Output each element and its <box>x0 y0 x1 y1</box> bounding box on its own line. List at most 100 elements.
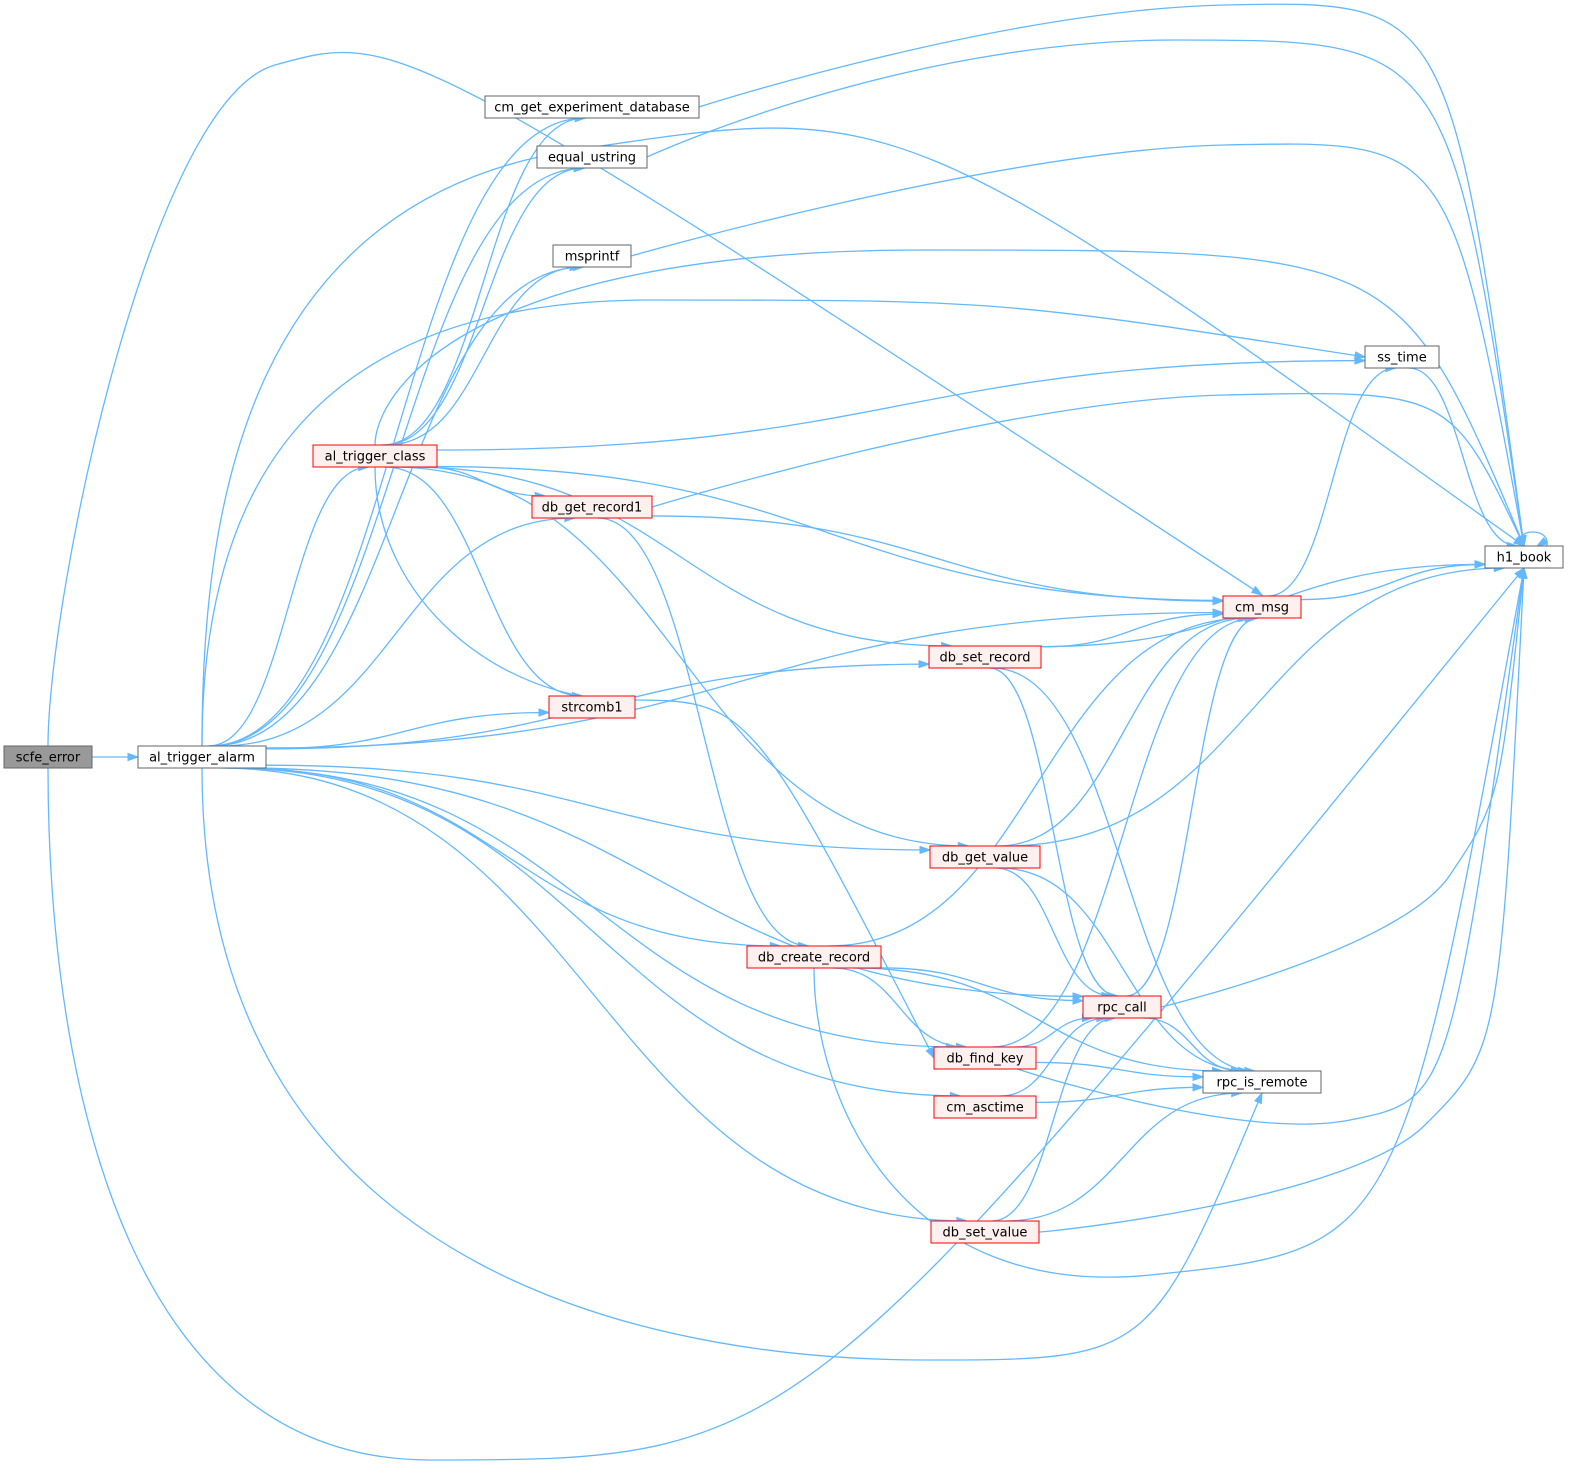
edge-ss_time-to-h1_book <box>1408 367 1518 547</box>
node-label: cm_msg <box>1235 601 1289 616</box>
node-cm-msg[interactable]: cm_msg <box>1222 595 1302 619</box>
node-cm-get-experiment-database[interactable]: cm_get_experiment_database <box>484 95 700 119</box>
node-db-set-record[interactable]: db_set_record <box>928 645 1042 669</box>
edge-arrowhead-db_set_record-to-h1_book <box>1474 560 1487 569</box>
edge-scfe_error-to-cm_msg <box>47 51 1263 747</box>
node-db-set-value[interactable]: db_set_value <box>930 1220 1040 1244</box>
node-box[interactable] <box>928 645 1042 669</box>
node-h1-book[interactable]: h1_book <box>1484 545 1564 569</box>
edge-al_trigger_alarm-to-db_set_value <box>220 767 967 1222</box>
node-db-get-value[interactable]: db_get_value <box>929 845 1041 869</box>
node-equal-ustring[interactable]: equal_ustring <box>536 145 648 169</box>
node-box[interactable] <box>933 1095 1037 1119</box>
node-rpc-is-remote[interactable]: rpc_is_remote <box>1202 1070 1322 1094</box>
edge-rpc_call-to-cm_msg <box>1125 617 1259 997</box>
edge-al_trigger_class-to-cm_get_experiment_database <box>381 117 586 446</box>
node-label: db_get_value <box>942 851 1028 866</box>
edge-db_create_record-to-db_find_key <box>832 967 967 1048</box>
node-label: al_trigger_class <box>325 450 426 465</box>
edge-db_get_value-to-cm_msg <box>997 617 1250 847</box>
node-al-trigger-class[interactable]: al_trigger_class <box>312 444 438 468</box>
node-box[interactable] <box>746 945 882 969</box>
node-box[interactable] <box>929 845 1041 869</box>
edge-cm_asctime-to-rpc_is_remote <box>1035 1086 1204 1104</box>
node-box[interactable] <box>548 695 636 719</box>
edge-al_trigger_alarm-to-db_create_record <box>235 767 781 947</box>
edge-al_trigger_alarm-to-cm_msg <box>265 611 1224 749</box>
node-db-create-record[interactable]: db_create_record <box>746 945 882 969</box>
node-box[interactable] <box>933 1046 1037 1070</box>
node-box[interactable] <box>531 495 653 519</box>
node-rpc-call[interactable]: rpc_call <box>1082 995 1162 1019</box>
node-box[interactable] <box>1222 595 1302 619</box>
node-label: rpc_call <box>1097 1001 1147 1016</box>
node-label: db_set_record <box>940 651 1031 666</box>
edge-arrowhead-h1_book-to-h1_book <box>1535 536 1549 547</box>
node-box[interactable] <box>536 145 648 169</box>
node-al-trigger-alarm[interactable]: al_trigger_alarm <box>137 745 267 769</box>
edge-arrowhead-al_trigger_alarm-to-db_get_value <box>919 845 932 855</box>
node-cm-asctime[interactable]: cm_asctime <box>933 1095 1037 1119</box>
edge-arrowhead-al_trigger_class-to-db_find_key <box>925 1046 935 1060</box>
node-ss-time[interactable]: ss_time <box>1364 345 1440 369</box>
edge-arrowhead-db_get_record1-to-cm_msg <box>1212 596 1225 606</box>
edge-db_create_record-to-rpc_is_remote <box>853 967 1223 1072</box>
edge-db_get_value-to-rpc_is_remote <box>998 867 1249 1072</box>
edge-arrowhead-db_get_record1-to-h1_book <box>1515 534 1525 548</box>
node-label: al_trigger_alarm <box>149 751 255 766</box>
edge-al_trigger_alarm-to-cm_get_experiment_database <box>208 117 586 747</box>
node-box[interactable] <box>137 745 267 769</box>
node-label: equal_ustring <box>548 151 636 166</box>
edge-cm_msg-to-h1_book <box>1300 563 1486 601</box>
node-label: msprintf <box>565 250 620 265</box>
edge-db_set_value-to-rpc_call <box>991 1017 1116 1222</box>
node-label: ss_time <box>1377 351 1426 366</box>
edge-db_create_record-to-h1_book <box>813 567 1525 1278</box>
node-box[interactable] <box>484 95 700 119</box>
node-db-find-key[interactable]: db_find_key <box>933 1046 1037 1070</box>
node-box[interactable] <box>930 1220 1040 1244</box>
nodes-layer: scfe_error al_trigger_alarm al_trigger_cla… <box>3 95 1564 1244</box>
node-box[interactable] <box>552 244 632 268</box>
edges-layer <box>47 3 1549 1461</box>
edge-arrowhead-cm_asctime-to-rpc_is_remote <box>1192 1083 1205 1092</box>
node-label: db_set_value <box>943 1226 1028 1241</box>
node-box[interactable] <box>1082 995 1162 1019</box>
edge-msprintf-to-h1_book <box>630 143 1525 547</box>
node-label: cm_get_experiment_database <box>494 101 690 116</box>
edge-db_set_value-to-rpc_is_remote <box>1005 1092 1242 1222</box>
edge-db_get_value-to-h1_book <box>1004 567 1505 847</box>
edge-arrowhead-db_set_value-to-h1_book <box>1519 566 1528 579</box>
edge-al_trigger_alarm-to-rpc_is_remote <box>201 767 1263 1361</box>
node-db-get-record1[interactable]: db_get_record1 <box>531 495 653 519</box>
node-strcomb1[interactable]: strcomb1 <box>548 695 636 719</box>
edge-db_get_record1-to-cm_msg <box>651 515 1224 602</box>
edge-arrowhead-al_trigger_alarm-to-rpc_is_remote <box>1254 1091 1263 1105</box>
node-label: h1_book <box>1497 551 1552 566</box>
edge-al_trigger_alarm-to-db_get_value <box>265 764 931 851</box>
node-label: db_get_record1 <box>542 501 643 516</box>
edge-arrowhead-al_trigger_alarm-to-strcomb1 <box>538 708 551 717</box>
edge-db_create_record-to-rpc_call <box>880 967 1084 1002</box>
node-scfe-error[interactable]: scfe_error <box>3 745 93 769</box>
edge-al_trigger_alarm-to-h1_book <box>201 127 1525 747</box>
node-box[interactable] <box>3 745 93 769</box>
edge-al_trigger_alarm-to-rpc_call <box>242 767 1084 998</box>
node-label: db_find_key <box>947 1052 1024 1067</box>
edge-al_trigger_class-to-msprintf <box>386 266 581 446</box>
node-label: scfe_error <box>16 751 81 766</box>
node-label: db_create_record <box>758 951 870 966</box>
edge-al_trigger_class-to-cm_msg <box>436 465 1224 602</box>
node-box[interactable] <box>1484 545 1564 569</box>
node-msprintf[interactable]: msprintf <box>552 244 632 268</box>
node-box[interactable] <box>1364 345 1440 369</box>
edge-al_trigger_alarm-to-ss_time <box>201 299 1366 747</box>
node-box[interactable] <box>1202 1070 1322 1094</box>
edge-cm_msg-to-ss_time <box>1268 367 1396 597</box>
edge-db_find_key-to-h1_book <box>1017 567 1525 1125</box>
edge-al_trigger_alarm-to-cm_asctime <box>226 767 961 1097</box>
edge-arrowhead-db_set_record-to-cm_msg <box>1212 609 1225 619</box>
node-label: cm_asctime <box>946 1101 1024 1116</box>
node-box[interactable] <box>312 444 438 468</box>
